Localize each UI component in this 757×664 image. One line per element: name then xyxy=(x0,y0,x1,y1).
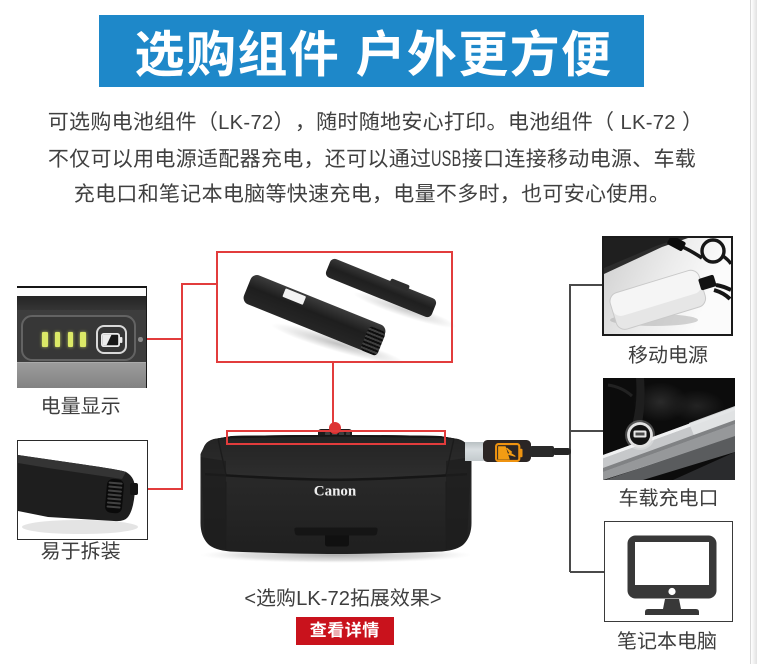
svg-text:Canon: Canon xyxy=(314,484,357,500)
